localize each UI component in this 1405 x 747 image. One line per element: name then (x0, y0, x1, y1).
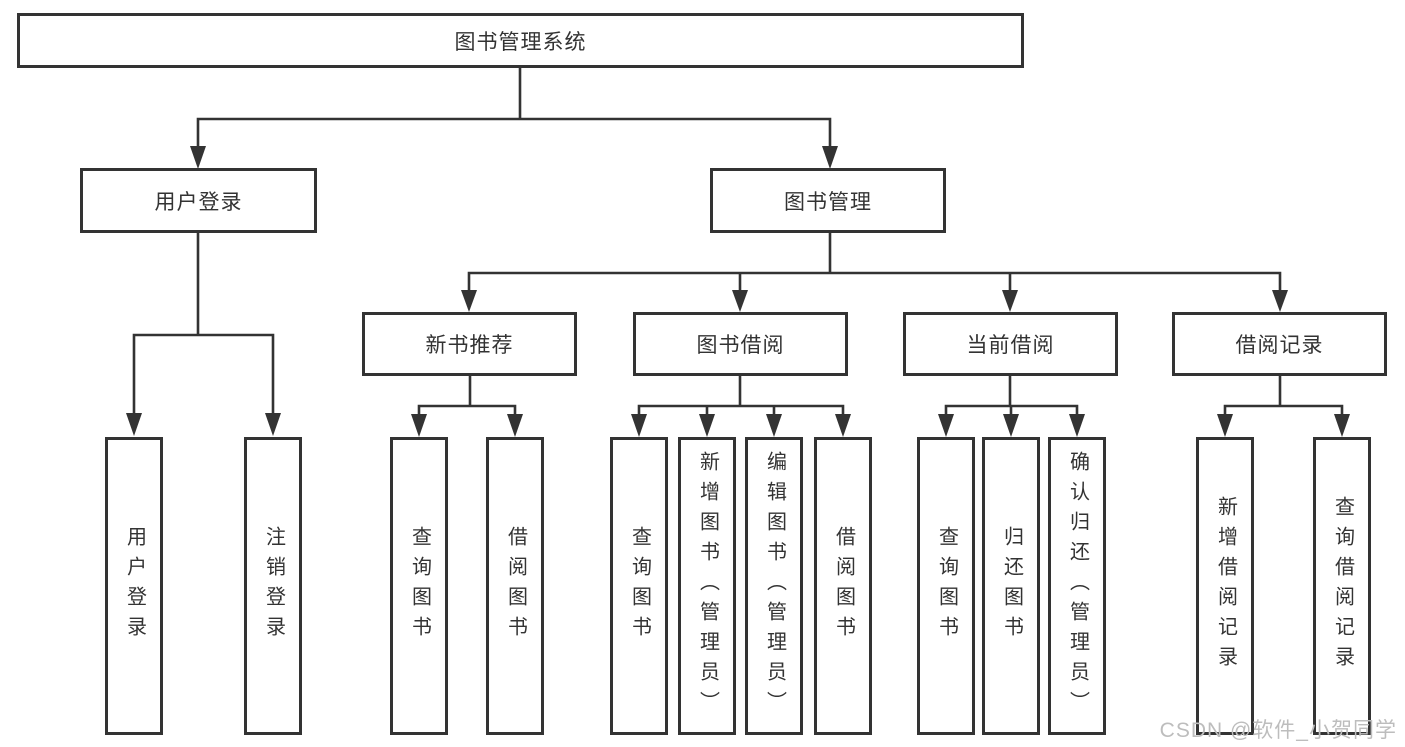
leaf-return-books-label: 归还图书 (1000, 526, 1023, 646)
arrowhead-icon (732, 290, 748, 312)
leaf-confirm-return-admin: 确认归还（管理员） (1048, 437, 1106, 735)
node-library-management-system: 图书管理系统 (17, 13, 1024, 68)
arrowhead-icon (1069, 414, 1085, 437)
leaf-newbooks-borrow-books-label: 借阅图书 (504, 526, 527, 646)
node-borrow-records: 借阅记录 (1172, 312, 1387, 376)
arrowhead-icon (265, 413, 281, 436)
leaf-logout-label: 注销登录 (262, 526, 285, 646)
connector-borrowrecords-to-leaves (1217, 376, 1350, 437)
leaf-newbooks-query-books-label: 查询图书 (408, 526, 431, 646)
leaf-borrow-query-books: 查询图书 (610, 437, 668, 735)
leaf-logout: 注销登录 (244, 437, 302, 735)
leaf-user-login-label: 用户登录 (123, 526, 146, 646)
leaf-borrow-query-books-label: 查询图书 (628, 526, 651, 646)
leaf-edit-books-admin: 编辑图书（管理员） (745, 437, 803, 735)
arrowhead-icon (1334, 414, 1350, 437)
connector-newbooks-to-leaves (411, 376, 523, 437)
leaf-add-books-admin: 新增图书（管理员） (678, 437, 736, 735)
arrowhead-icon (190, 146, 206, 169)
arrowhead-icon (699, 414, 715, 437)
leaf-edit-books-admin-label: 编辑图书（管理员） (763, 451, 786, 721)
node-book-borrow: 图书借阅 (633, 312, 848, 376)
leaf-add-books-admin-label: 新增图书（管理员） (696, 451, 719, 721)
node-new-book-recommend: 新书推荐 (362, 312, 577, 376)
arrowhead-icon (411, 414, 427, 437)
leaf-return-books: 归还图书 (982, 437, 1040, 735)
node-current-borrow: 当前借阅 (903, 312, 1118, 376)
leaf-borrow-books-label: 借阅图书 (832, 526, 855, 646)
node-book-management: 图书管理 (710, 168, 946, 233)
leaf-user-login: 用户登录 (105, 437, 163, 735)
leaf-newbooks-query-books: 查询图书 (390, 437, 448, 735)
leaf-newbooks-borrow-books: 借阅图书 (486, 437, 544, 735)
arrowhead-icon (1002, 290, 1018, 312)
arrowhead-icon (461, 290, 477, 312)
arrowhead-icon (835, 414, 851, 437)
csdn-watermark: CSDN @软件_小贺同学 (1159, 719, 1397, 742)
arrowhead-icon (1272, 290, 1288, 312)
arrowhead-icon (1217, 414, 1233, 437)
leaf-borrow-books: 借阅图书 (814, 437, 872, 735)
connector-userlogin-to-leaves (126, 233, 281, 436)
arrowhead-icon (631, 414, 647, 437)
leaf-current-query-books-label: 查询图书 (935, 526, 958, 646)
leaf-query-borrow-record: 查询借阅记录 (1313, 437, 1371, 735)
connector-bookmgmt-to-level3 (461, 233, 1288, 312)
leaf-confirm-return-admin-label: 确认归还（管理员） (1066, 451, 1089, 721)
connector-currentborrow-to-leaves (938, 376, 1085, 437)
leaf-add-borrow-record-label: 新增借阅记录 (1214, 496, 1237, 676)
arrowhead-icon (938, 414, 954, 437)
arrowhead-icon (126, 413, 142, 436)
leaf-query-borrow-record-label: 查询借阅记录 (1331, 496, 1354, 676)
arrowhead-icon (507, 414, 523, 437)
node-user-login: 用户登录 (80, 168, 317, 233)
arrowhead-icon (822, 146, 838, 169)
leaf-add-borrow-record: 新增借阅记录 (1196, 437, 1254, 735)
arrowhead-icon (766, 414, 782, 437)
arrowhead-icon (1003, 414, 1019, 437)
connector-bookborrow-to-leaves (631, 376, 851, 437)
connector-root-to-level2 (190, 68, 838, 169)
leaf-current-query-books: 查询图书 (917, 437, 975, 735)
